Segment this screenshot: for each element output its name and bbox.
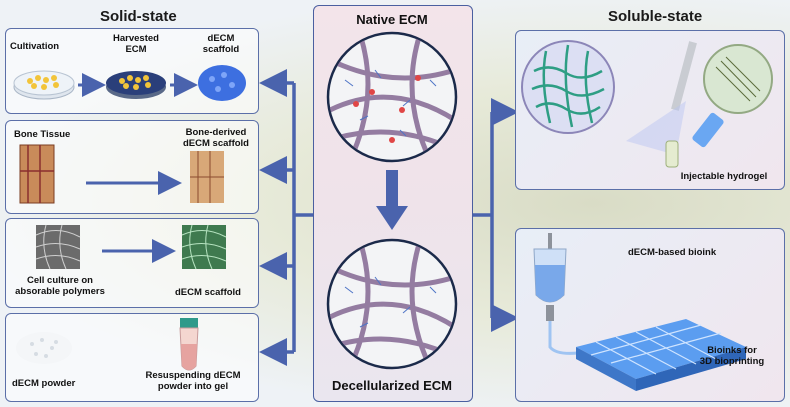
right-connector xyxy=(471,98,519,332)
solid-state-heading: Solid-state xyxy=(100,8,177,25)
decm-scaffold-label: dECM scaffold xyxy=(202,33,240,55)
cultivation-label: Cultivation xyxy=(10,41,60,52)
decm-scaffold-2-label: dECM scaffold xyxy=(175,287,241,298)
bioink-panel: dECM-based bioink Bioinks for 3D bioprin… xyxy=(515,228,785,402)
harvested-ecm-label: Harvested ECM xyxy=(113,33,159,55)
cell-culture-panel: Cell culture on absorable polymers dECM … xyxy=(5,218,259,308)
decellularized-ecm-label: Decellularized ECM xyxy=(332,378,452,393)
decm-bioink-label: dECM-based bioink xyxy=(628,247,717,258)
cultivation-panel: Cultivation Harvested ECM dECM scaffold xyxy=(5,28,259,114)
native-ecm-circle xyxy=(326,31,458,163)
bone-tissue-panel: Bone Tissue Bone-derived dECM scaffold xyxy=(5,120,259,214)
decellularized-ecm-circle xyxy=(326,238,458,370)
bioprinting-label: Bioinks for 3D bioprinting xyxy=(699,345,765,367)
native-ecm-label: Native ECM xyxy=(356,12,428,27)
decm-powder-label: dECM powder xyxy=(12,378,76,389)
bioprinted-lattice xyxy=(576,319,746,391)
cell-culture-label: Cell culture on absorable polymers xyxy=(15,275,105,297)
down-arrow xyxy=(376,170,408,230)
resuspend-label: Resuspending dECM powder into gel xyxy=(145,370,241,392)
powder-panel: dECM powder Resuspending dECM powder int… xyxy=(5,313,259,402)
bone-tissue-label: Bone Tissue xyxy=(14,129,71,140)
left-connector xyxy=(259,69,313,366)
injectable-hydrogel-label: Injectable hydrogel xyxy=(680,171,768,182)
soluble-state-heading: Soluble-state xyxy=(608,8,703,25)
bone-scaffold-label: Bone-derived dECM scaffold xyxy=(183,127,249,149)
injectable-hydrogel-panel: Injectable hydrogel xyxy=(515,30,785,190)
